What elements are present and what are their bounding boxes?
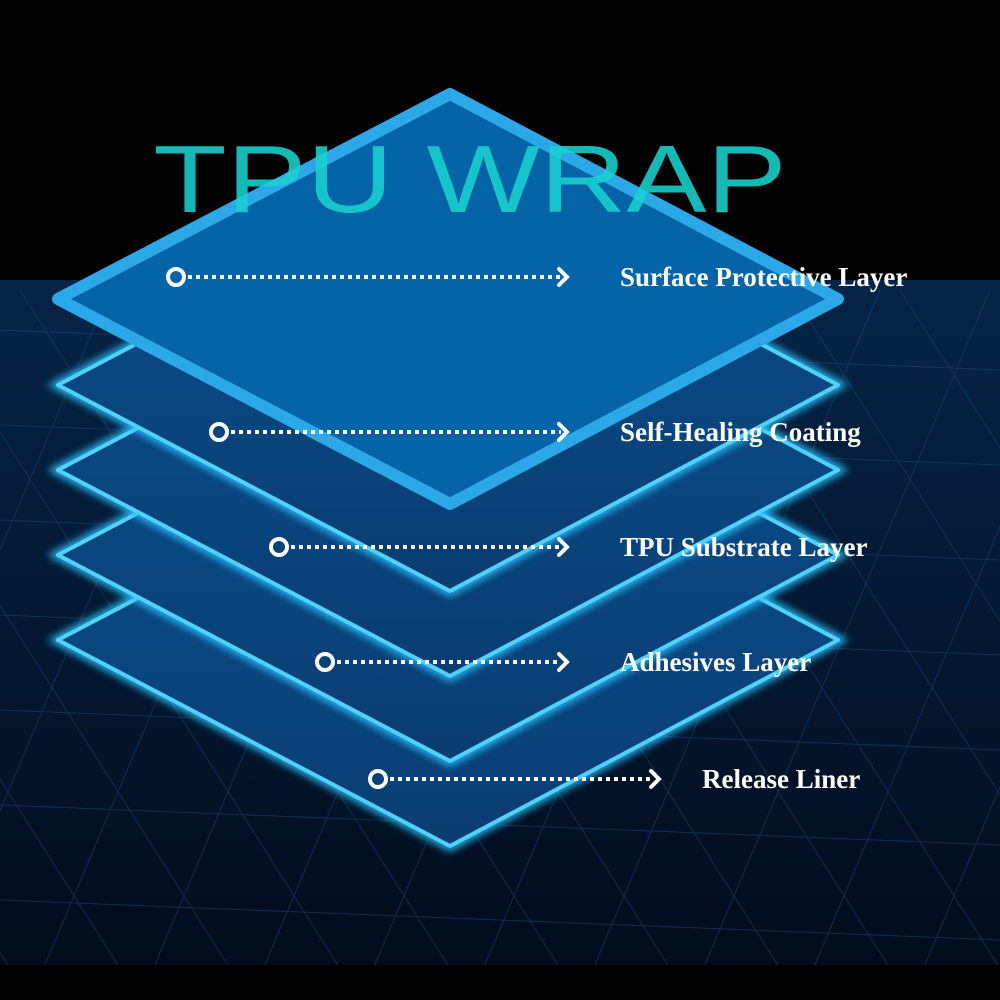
- dot-icon: [368, 769, 388, 789]
- title: TPU WRAP: [153, 126, 786, 233]
- grid-line: [909, 785, 1000, 1000]
- callout-4: Adhesives Layer: [315, 647, 811, 677]
- grid-line: [0, 778, 141, 1000]
- grid-line: [689, 289, 991, 1000]
- grid-line: [789, 289, 1000, 623]
- grid-line: [899, 289, 1000, 449]
- grid-line: [0, 899, 1000, 941]
- dot-icon: [166, 267, 186, 287]
- arrow-head-icon: [557, 422, 570, 442]
- callout-2: Self-Healing Coating: [209, 417, 861, 447]
- dot-icon: [269, 537, 289, 557]
- arrow-head-icon: [557, 652, 570, 672]
- grid-line: [0, 289, 111, 552]
- layer-stack: [47, 88, 849, 852]
- layer-label: Self-Healing Coating: [620, 417, 861, 447]
- grid-line: [799, 525, 1000, 1000]
- layer-label: Surface Protective Layer: [620, 262, 907, 292]
- arrow-head-icon: [649, 769, 662, 789]
- layer-label: Adhesives Layer: [620, 647, 811, 677]
- arrow-head-icon: [557, 537, 570, 557]
- dot-icon: [315, 652, 335, 672]
- callout-5: Release Liner: [368, 764, 860, 794]
- arrow-head-icon: [557, 267, 570, 287]
- callout-3: TPU Substrate Layer: [269, 532, 867, 562]
- dot-icon: [209, 422, 229, 442]
- top-layer-sheet: [52, 88, 844, 510]
- layer-label: Release Liner: [702, 764, 860, 794]
- bottom-band: [0, 965, 1000, 1000]
- grid-line: [0, 604, 251, 1000]
- callout-1: Surface Protective Layer: [166, 262, 907, 292]
- layer-label: TPU Substrate Layer: [620, 532, 867, 562]
